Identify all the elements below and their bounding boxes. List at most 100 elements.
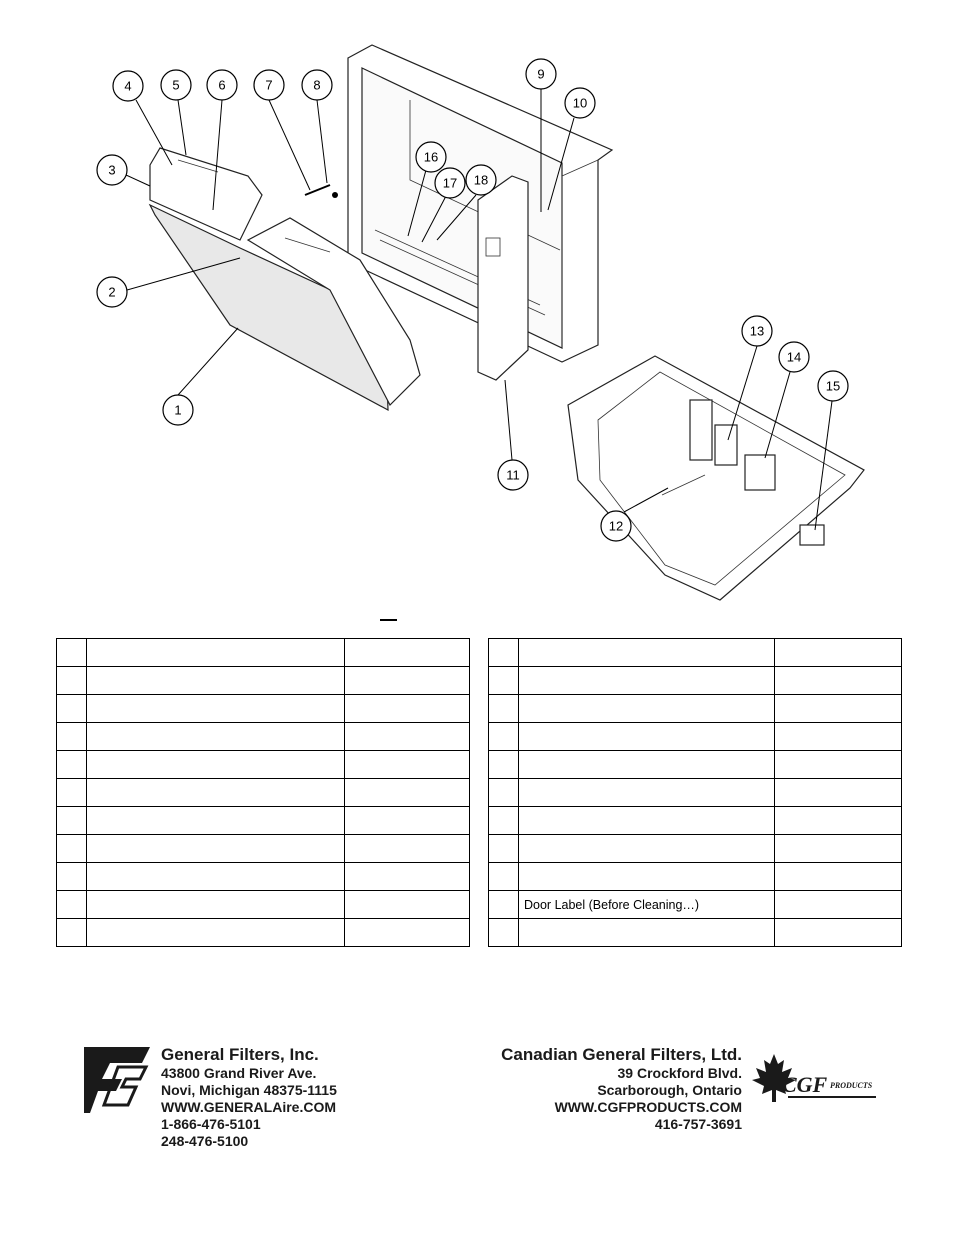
item-number [488, 834, 519, 863]
svg-text:5: 5 [172, 78, 179, 93]
canadian-general-filters-contact: Canadian General Filters, Ltd. 39 Crockf… [480, 1045, 742, 1133]
svg-text:2: 2 [108, 285, 115, 300]
item-number [488, 862, 519, 891]
table-row [488, 834, 902, 863]
svg-text:10: 10 [573, 96, 587, 111]
svg-text:17: 17 [443, 176, 457, 191]
table-row [488, 918, 902, 947]
svg-text:13: 13 [750, 324, 764, 339]
item-number [488, 918, 519, 947]
table-row [488, 694, 902, 723]
part-number [344, 806, 470, 835]
phone-local: 248-476-5100 [161, 1133, 249, 1149]
phone-tollfree: 1-866-476-5101 [161, 1116, 261, 1132]
item-description [86, 862, 345, 891]
cgf-logo-subtext: PRODUCTS [830, 1081, 873, 1090]
base-cabinet [567, 355, 865, 601]
table-row [56, 778, 470, 807]
part-number [774, 834, 902, 863]
phone: 416-757-3691 [654, 1116, 742, 1132]
callout-10: 10 [564, 87, 596, 119]
table-row [56, 806, 470, 835]
part-number [344, 638, 470, 667]
table-row [56, 694, 470, 723]
item-number [56, 666, 87, 695]
item-number [488, 722, 519, 751]
svg-text:12: 12 [609, 519, 623, 534]
item-description [86, 694, 345, 723]
part-number [774, 918, 902, 947]
callout-3: 3 [96, 154, 128, 186]
item-description [518, 694, 775, 723]
svg-text:6: 6 [218, 78, 225, 93]
item-number [56, 862, 87, 891]
part-number [774, 890, 902, 919]
callout-16: 16 [415, 141, 447, 173]
address-line-1: 39 Crockford Blvd. [617, 1065, 742, 1081]
callout-4: 4 [112, 70, 144, 102]
item-number [56, 890, 87, 919]
item-number [56, 722, 87, 751]
part-number [774, 722, 902, 751]
table-row [56, 666, 470, 695]
table-row [56, 918, 470, 947]
part-number [344, 862, 470, 891]
svg-text:18: 18 [474, 173, 488, 188]
item-description [518, 778, 775, 807]
callout-11: 11 [497, 459, 529, 491]
item-description [518, 918, 775, 947]
exploded-parts-diagram: 1 2 3 4 5 6 7 8 9 10 11 12 13 14 15 16 1… [96, 44, 865, 601]
part-number [344, 722, 470, 751]
maple-leaf-icon [752, 1054, 796, 1102]
item-number [56, 918, 87, 947]
table-row [488, 638, 902, 667]
callout-1: 1 [162, 394, 194, 426]
svg-text:8: 8 [313, 78, 320, 93]
callout-9: 9 [525, 58, 557, 90]
table-row [488, 666, 902, 695]
part-number [774, 694, 902, 723]
item-number [56, 638, 87, 667]
general-filters-logo [84, 1047, 150, 1113]
website: WWW.CGFPRODUCTS.COM [554, 1099, 742, 1115]
address-line-2: Novi, Michigan 48375-1115 [161, 1082, 337, 1098]
svg-text:11: 11 [506, 468, 520, 483]
filter-cell-assembly [148, 147, 421, 412]
item-description [86, 806, 345, 835]
heading-dash [380, 619, 397, 621]
table-row [56, 890, 470, 919]
table-row [56, 834, 470, 863]
callout-8: 8 [301, 69, 333, 101]
item-number [56, 694, 87, 723]
item-description [86, 666, 345, 695]
part-number [774, 750, 902, 779]
callout-14: 14 [778, 341, 810, 373]
item-number [488, 750, 519, 779]
svg-text:1: 1 [174, 403, 181, 418]
part-number [344, 778, 470, 807]
part-number [344, 666, 470, 695]
part-number [344, 918, 470, 947]
company-name: Canadian General Filters, Ltd. [501, 1045, 742, 1064]
fastener [332, 192, 338, 198]
part-number [344, 694, 470, 723]
svg-text:4: 4 [124, 79, 131, 94]
address-line-2: Scarborough, Ontario [597, 1082, 742, 1098]
item-number [56, 834, 87, 863]
parts-table-right: Door Label (Before Cleaning…) [488, 638, 902, 947]
item-description [518, 750, 775, 779]
callout-7: 7 [253, 69, 285, 101]
website: WWW.GENERALAire.COM [161, 1099, 336, 1115]
cgf-logo-text: CGF [782, 1072, 828, 1097]
item-description [518, 666, 775, 695]
parts-table-left [56, 638, 470, 947]
callout-2: 2 [96, 276, 128, 308]
item-number [488, 638, 519, 667]
svg-text:9: 9 [537, 67, 544, 82]
part-number [344, 890, 470, 919]
table-row [488, 750, 902, 779]
table-row [488, 722, 902, 751]
table-row [56, 750, 470, 779]
general-filters-contact: General Filters, Inc. 43800 Grand River … [161, 1045, 337, 1150]
item-number [488, 890, 519, 919]
